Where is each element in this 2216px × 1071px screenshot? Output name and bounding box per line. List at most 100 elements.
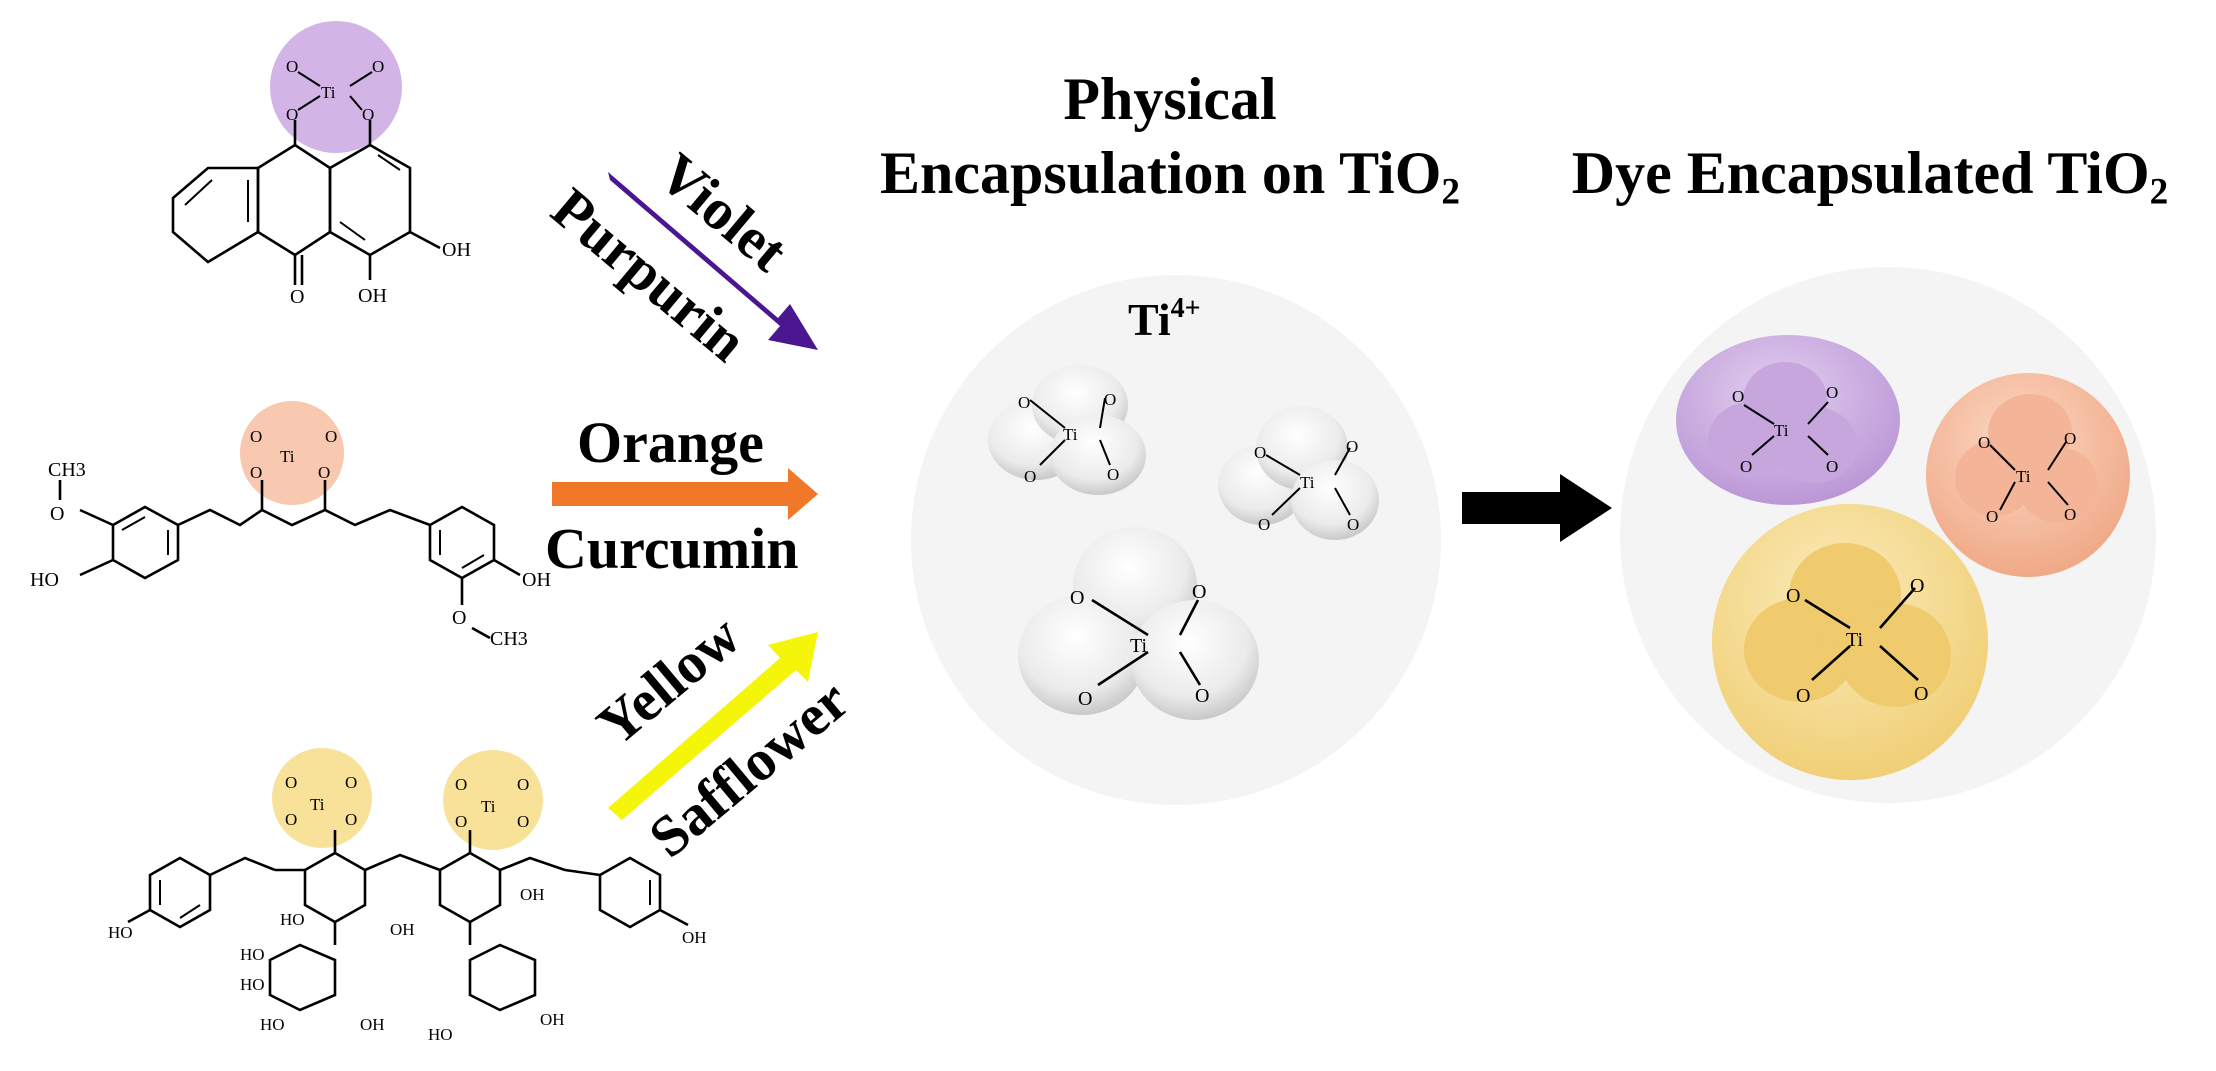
safflower-molecule: HO OH HO HO HO OH HO OH HO xyxy=(108,748,707,1044)
safflower-oh-right: OH xyxy=(682,928,707,947)
svg-text:O: O xyxy=(250,427,262,446)
yellow-arrow xyxy=(608,632,818,820)
svg-text:Ti: Ti xyxy=(2016,467,2031,486)
svg-text:O: O xyxy=(455,775,467,794)
safflower-ti-label-1: Ti xyxy=(310,795,325,814)
svg-text:O: O xyxy=(1195,685,1209,707)
svg-text:O: O xyxy=(1107,465,1119,484)
svg-text:O: O xyxy=(1347,515,1359,534)
svg-text:O: O xyxy=(345,773,357,792)
purpurin-ring-right xyxy=(328,143,412,257)
svg-text:O: O xyxy=(318,463,330,482)
purpurin-ring-middle xyxy=(256,143,332,257)
curcumin-o-top: O xyxy=(50,503,64,525)
svg-text:O: O xyxy=(1078,688,1092,710)
safflower-ho-left: HO xyxy=(108,923,133,942)
heading-dye-encapsulated: Dye Encapsulated TiO2 xyxy=(1571,140,2169,213)
yellow-arrow-group: Yellow Safflower xyxy=(585,602,861,869)
safflower-ti-label-2: Ti xyxy=(481,797,496,816)
svg-text:O: O xyxy=(325,427,337,446)
svg-text:O: O xyxy=(1104,390,1116,409)
svg-text:O: O xyxy=(286,105,298,124)
safflower-ho-3: HO xyxy=(260,1015,285,1034)
cluster1-ti-label: Ti xyxy=(1063,425,1078,444)
cluster3-ti-label: Ti xyxy=(1130,635,1148,657)
svg-text:O: O xyxy=(286,57,298,76)
orange-encapsulated-particle: O O O O Ti xyxy=(1926,373,2130,577)
svg-text:O: O xyxy=(1978,433,1990,452)
curcumin-ho-left: HO xyxy=(30,569,59,591)
svg-text:O: O xyxy=(1018,393,1030,412)
svg-text:O: O xyxy=(285,810,297,829)
svg-text:O: O xyxy=(1986,507,1998,526)
svg-text:O: O xyxy=(1192,581,1206,603)
violet-arrow xyxy=(608,172,818,350)
orange-arrow-group: Orange Curcumin xyxy=(545,410,818,581)
process-arrow xyxy=(1462,474,1612,542)
svg-text:O: O xyxy=(2064,429,2076,448)
safflower-oh-2: OH xyxy=(540,1010,565,1029)
safflower-ho-5: HO xyxy=(280,910,305,929)
svg-text:O: O xyxy=(362,105,374,124)
svg-text:O: O xyxy=(1258,515,1270,534)
violet-arrow-group: Violet Purpurin xyxy=(540,140,818,374)
dye-encapsulated-group: O O O O Ti O O O O Ti xyxy=(1620,267,2156,803)
heading-physical-line2: Encapsulation on TiO2 xyxy=(880,140,1460,213)
safflower-oh-4: OH xyxy=(520,885,545,904)
svg-text:Ti: Ti xyxy=(1846,629,1864,651)
svg-text:O: O xyxy=(1740,457,1752,476)
safflower-ho-2: HO xyxy=(240,975,265,994)
safflower-ho-1: HO xyxy=(240,945,265,964)
orange-arrow xyxy=(552,468,818,520)
svg-text:O: O xyxy=(1024,467,1036,486)
purpurin-oh1-label: OH xyxy=(442,239,471,261)
tio2-cluster-3: O O O O Ti xyxy=(1018,527,1259,720)
svg-text:O: O xyxy=(1796,685,1810,707)
curcumin-molecule: O CH3 HO OH O CH3 O O O O Ti xyxy=(30,401,551,650)
safflower-ho-4: HO xyxy=(428,1025,453,1044)
svg-text:O: O xyxy=(1910,575,1924,597)
svg-text:O: O xyxy=(1070,587,1084,609)
svg-text:O: O xyxy=(285,773,297,792)
safflower-oh-1: OH xyxy=(360,1015,385,1034)
svg-text:O: O xyxy=(1914,683,1928,705)
cluster2-ti-label: Ti xyxy=(1300,473,1315,492)
svg-text:O: O xyxy=(1732,387,1744,406)
purpurin-ti-label: Ti xyxy=(321,83,336,102)
ti-ion-label: Ti4+ xyxy=(1128,293,1201,345)
svg-text:O: O xyxy=(1346,437,1358,456)
tio2-cluster-1: O O O O Ti xyxy=(988,365,1146,495)
tio2-background-circle xyxy=(911,275,1441,805)
curcumin-ti-highlight xyxy=(240,401,344,505)
heading-physical-line1: Physical xyxy=(1063,66,1277,132)
svg-text:O: O xyxy=(517,812,529,831)
curcumin-o-bottom: O xyxy=(452,607,466,629)
svg-text:O: O xyxy=(2064,505,2076,524)
violet-encapsulated-particle: O O O O Ti xyxy=(1676,335,1900,505)
yellow-label: Yellow xyxy=(585,602,753,757)
tio2-particle-group: Ti4+ O O O O Ti xyxy=(911,275,1441,805)
svg-text:O: O xyxy=(1254,443,1266,462)
svg-text:O: O xyxy=(455,812,467,831)
purpurin-ring-left xyxy=(171,166,260,264)
purpurin-ti-highlight xyxy=(270,21,402,153)
heading-physical-encapsulation: Physical Encapsulation on TiO2 xyxy=(840,62,1500,229)
svg-text:O: O xyxy=(250,463,262,482)
yellow-encapsulated-particle: O O O O Ti xyxy=(1712,504,1988,780)
curcumin-label: Curcumin xyxy=(545,516,799,581)
svg-text:O: O xyxy=(1786,585,1800,607)
svg-text:Ti: Ti xyxy=(1774,421,1789,440)
orange-label: Orange xyxy=(577,410,764,475)
svg-text:O: O xyxy=(1826,457,1838,476)
svg-text:O: O xyxy=(1826,383,1838,402)
curcumin-oh-right: OH xyxy=(522,569,551,591)
purpurin-molecule: O OH OH O O O O Ti xyxy=(171,21,471,308)
safflower-ti-highlight-2 xyxy=(443,750,543,850)
tio2-cluster-2: O O O O Ti xyxy=(1218,406,1379,540)
curcumin-ch3-top: CH3 xyxy=(48,459,86,481)
svg-text:O: O xyxy=(372,57,384,76)
purpurin-oh2-label: OH xyxy=(358,285,387,307)
svg-text:O: O xyxy=(517,775,529,794)
